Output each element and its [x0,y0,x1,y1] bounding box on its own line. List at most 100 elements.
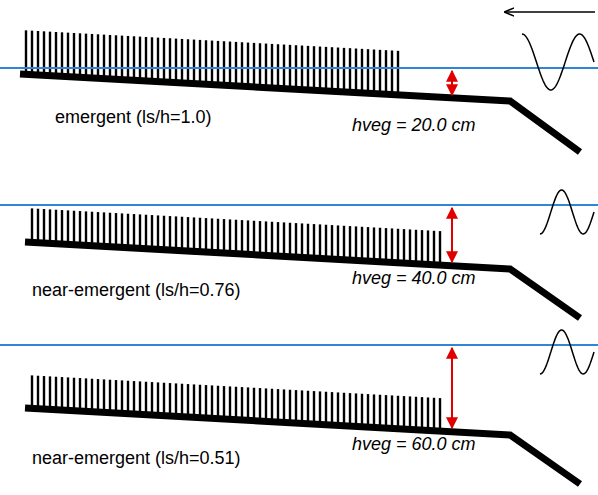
stem [103,379,105,410]
wave-direction-arrow [505,11,595,13]
stem [289,390,291,421]
stem [325,392,327,423]
stem [415,397,417,428]
stem [97,379,99,410]
stem [349,226,351,258]
stem [25,30,27,72]
stem [229,219,231,251]
stem [157,215,159,247]
stem [289,45,291,87]
stem [343,393,345,424]
stem [355,226,357,258]
vegetation-stems [26,30,440,429]
stem [247,387,249,418]
stem [325,225,327,257]
stem [133,381,135,412]
stem [133,214,135,246]
stem [217,386,219,417]
stem [235,220,237,252]
stem [79,211,81,243]
stem [79,33,81,75]
stem [37,376,39,407]
stem [97,212,99,244]
depth-arrow [451,71,453,95]
stem [235,42,237,84]
stem [307,391,309,422]
stem [193,40,195,82]
stem [391,50,393,92]
stem [421,230,423,262]
stem [265,388,267,419]
stem [151,37,153,79]
stem [217,41,219,83]
stem [181,39,183,81]
stem [379,50,381,92]
stem [181,384,183,415]
stem [439,231,441,263]
stem [49,209,51,241]
stem [211,385,213,416]
stem [307,224,309,256]
stem [163,38,165,80]
stem [241,42,243,84]
stem [133,36,135,78]
stem [79,378,81,409]
stem [31,208,33,240]
stem [229,386,231,417]
stem [397,396,399,427]
condition-label: emergent (ls/h=1.0) [55,107,212,128]
stem [205,40,207,82]
stem [265,221,267,253]
stem [205,385,207,416]
stem [433,398,435,429]
stem [271,44,273,86]
height-label: hveg = 60.0 cm [352,434,476,455]
stem [385,395,387,426]
stem [379,228,381,260]
stem [85,211,87,243]
stem [223,41,225,83]
stem [409,396,411,427]
stem [343,226,345,258]
stem [145,37,147,79]
stem [271,389,273,420]
stem [241,387,243,418]
stem [109,213,111,245]
stem [121,36,123,78]
stem [157,382,159,413]
stem [397,229,399,261]
stem [193,217,195,249]
stem [361,49,363,91]
stem [85,34,87,76]
stem [163,216,165,248]
stem [199,218,201,250]
stem [55,210,57,242]
stem [295,223,297,255]
stem [139,37,141,79]
stem [319,224,321,256]
stem [115,213,117,245]
stem [199,385,201,416]
stem [331,392,333,423]
stem [349,393,351,424]
stem [283,389,285,420]
stem [91,212,93,244]
stem [277,389,279,420]
stem [337,392,339,423]
stem [223,386,225,417]
stem [217,219,219,251]
stem [163,383,165,414]
stem [151,382,153,413]
stem [187,384,189,415]
stem [181,217,183,249]
stem [211,41,213,83]
stem [307,46,309,88]
stem [373,50,375,92]
stem [259,221,261,253]
stem [85,378,87,409]
stem [253,43,255,85]
stem [31,375,33,406]
stem [61,377,63,408]
condition-label: near-emergent (ls/h=0.51) [32,448,241,469]
stem [433,231,435,263]
